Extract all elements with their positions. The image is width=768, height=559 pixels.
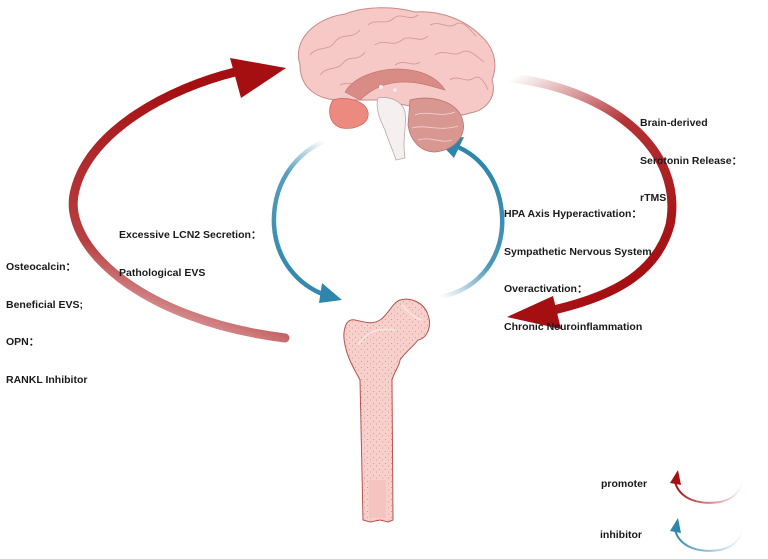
label-line: RANKL Inhibitor [6,373,88,386]
promoter-arrow-bone-to-brain [68,58,290,343]
label-brain-to-bone-inhibitor: HPA Axis Hyperactivation： Sympathetic Ne… [504,183,652,346]
label-line: Overactivation： [504,283,588,295]
inhibitor-arrow-left [271,133,343,303]
legend-promoter-arrow [670,469,744,504]
label-line: Sympathetic Nervous System [504,245,652,258]
legend-promoter-label: promoter [601,478,648,490]
promoter-arrow-brain-to-bone [507,73,677,329]
inhibitor-arrow-right [437,137,505,300]
legend-inhibitor-arrow [670,517,744,552]
label-brain-to-bone-promoter: Brain-derived Serotonin Release： rTMS [640,92,742,217]
brain-illustration [298,7,496,161]
legend-inhibitor-label: inhibitor [600,529,642,541]
label-line: HPA Axis Hyperactivation： [504,208,642,220]
label-line: Serotonin Release： [640,154,743,167]
label-line: Chronic Neuroinflammation [504,320,643,333]
label-line: Brain-derived [640,117,708,129]
label-line: Pathological EVS [119,266,206,279]
label-line: Osteocalcin： [6,261,77,273]
label-line: Beneficial EVS; [6,298,84,311]
brain-gyri [309,14,489,91]
label-bone-to-brain-promoter: Osteocalcin： Beneficial EVS; OPN： RANKL … [6,236,87,399]
label-bone-to-brain-inhibitor: Excessive LCN2 Secretion： Pathological E… [119,204,261,292]
bone-illustration [343,298,431,523]
label-line: Excessive LCN2 Secretion： [119,229,262,241]
label-line: rTMS [640,192,667,204]
label-line: OPN： [6,336,40,348]
